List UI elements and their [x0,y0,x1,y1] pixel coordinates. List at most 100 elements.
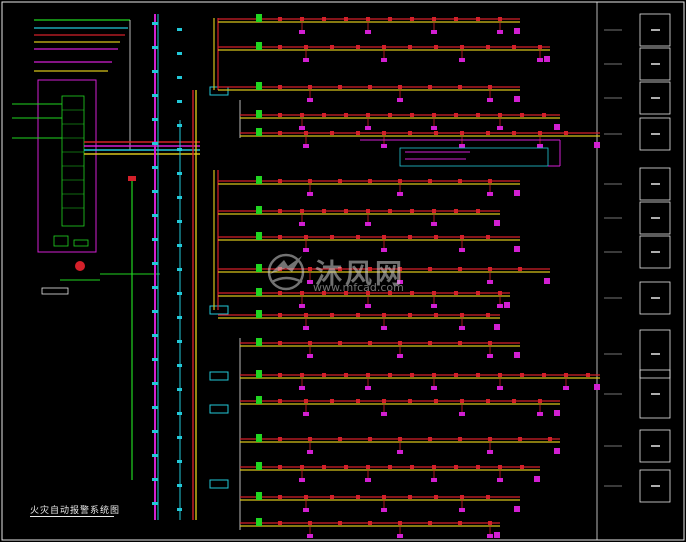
smoke-detector-icon [410,17,414,21]
smoke-detector-icon [330,45,334,49]
riser-tick [152,502,158,505]
module-icon [256,338,262,346]
alarm-bell-icon [299,126,305,130]
smoke-detector-icon [410,465,414,469]
smoke-detector-icon [408,235,412,239]
riser-tick [177,340,182,343]
module-icon [256,176,262,184]
floor-zone-box [639,47,671,81]
smoke-detector-icon [278,373,282,377]
smoke-detector-icon [434,131,438,135]
alarm-bell-icon [459,58,465,62]
alarm-bell-icon [365,386,371,390]
smoke-detector-icon [330,235,334,239]
module-icon [256,206,262,214]
manual-alarm-button-icon [514,352,520,358]
smoke-detector-icon [388,113,392,117]
diagram-title-underline [30,516,114,517]
smoke-detector-icon [518,267,522,271]
smoke-detector-icon [542,113,546,117]
alarm-bell-icon [303,144,309,148]
linkage-module-box [360,139,561,167]
smoke-detector-icon [368,521,372,525]
smoke-detector-icon [308,179,312,183]
smoke-detector-icon [434,235,438,239]
alarm-bell-icon [381,326,387,330]
smoke-detector-icon [408,45,412,49]
smoke-detector-icon [338,267,342,271]
smoke-detector-icon [486,399,490,403]
riser-tick [152,334,158,337]
smoke-detector-icon [434,495,438,499]
smoke-detector-icon [382,235,386,239]
smoke-detector-icon [304,45,308,49]
smoke-detector-icon [278,399,282,403]
alarm-bell-icon [431,30,437,34]
smoke-detector-icon [278,179,282,183]
smoke-detector-icon [458,85,462,89]
floor-zone-box [639,369,671,419]
alarm-bell-icon [497,304,503,308]
module-icon [256,492,262,500]
smoke-detector-icon [428,179,432,183]
riser-tick [177,364,182,367]
smoke-detector-icon [338,521,342,525]
smoke-detector-icon [476,113,480,117]
alarm-bell-icon [459,412,465,416]
smoke-detector-icon [486,235,490,239]
riser-tick [177,460,182,463]
alarm-bell-icon [497,126,503,130]
smoke-detector-icon [542,373,546,377]
smoke-detector-icon [366,17,370,21]
smoke-detector-icon [366,209,370,213]
smoke-detector-icon [564,131,568,135]
smoke-detector-icon [428,521,432,525]
alarm-bell-icon [365,30,371,34]
smoke-detector-icon [488,85,492,89]
alarm-bell-icon [299,222,305,226]
smoke-detector-icon [432,373,436,377]
watermark-logo-icon [262,252,310,292]
riser-tick [152,478,158,481]
smoke-detector-icon [388,291,392,295]
smoke-detector-icon [460,495,464,499]
smoke-detector-icon [338,437,342,441]
smoke-detector-icon [368,179,372,183]
alarm-bell-icon [381,508,387,512]
module-icon [256,518,262,526]
alarm-bell-icon [487,354,493,358]
alarm-bell-icon [497,478,503,482]
riser-tick [177,412,182,415]
riser-tick [152,94,158,97]
smoke-detector-icon [366,291,370,295]
alarm-bell-icon [303,326,309,330]
smoke-detector-icon [308,341,312,345]
smoke-detector-icon [432,113,436,117]
riser-tick [152,46,158,49]
smoke-detector-icon [308,437,312,441]
smoke-detector-icon [366,373,370,377]
alarm-bell-icon [431,386,437,390]
alarm-bell-icon [487,98,493,102]
smoke-detector-icon [458,341,462,345]
smoke-detector-icon [304,235,308,239]
smoke-detector-icon [388,465,392,469]
smoke-detector-icon [498,373,502,377]
alarm-bell-icon [459,248,465,252]
smoke-detector-icon [564,373,568,377]
smoke-detector-icon [300,291,304,295]
smoke-detector-icon [388,373,392,377]
smoke-detector-icon [460,45,464,49]
smoke-detector-icon [460,399,464,403]
smoke-detector-icon [486,313,490,317]
smoke-detector-icon [520,465,524,469]
riser-tick [152,118,158,121]
floor-zone-box [639,235,671,269]
alarm-bell-icon [431,304,437,308]
alarm-bell-icon [307,192,313,196]
module-icon [256,128,262,136]
smoke-detector-icon [476,373,480,377]
smoke-detector-icon [330,131,334,135]
smoke-detector-icon [428,85,432,89]
